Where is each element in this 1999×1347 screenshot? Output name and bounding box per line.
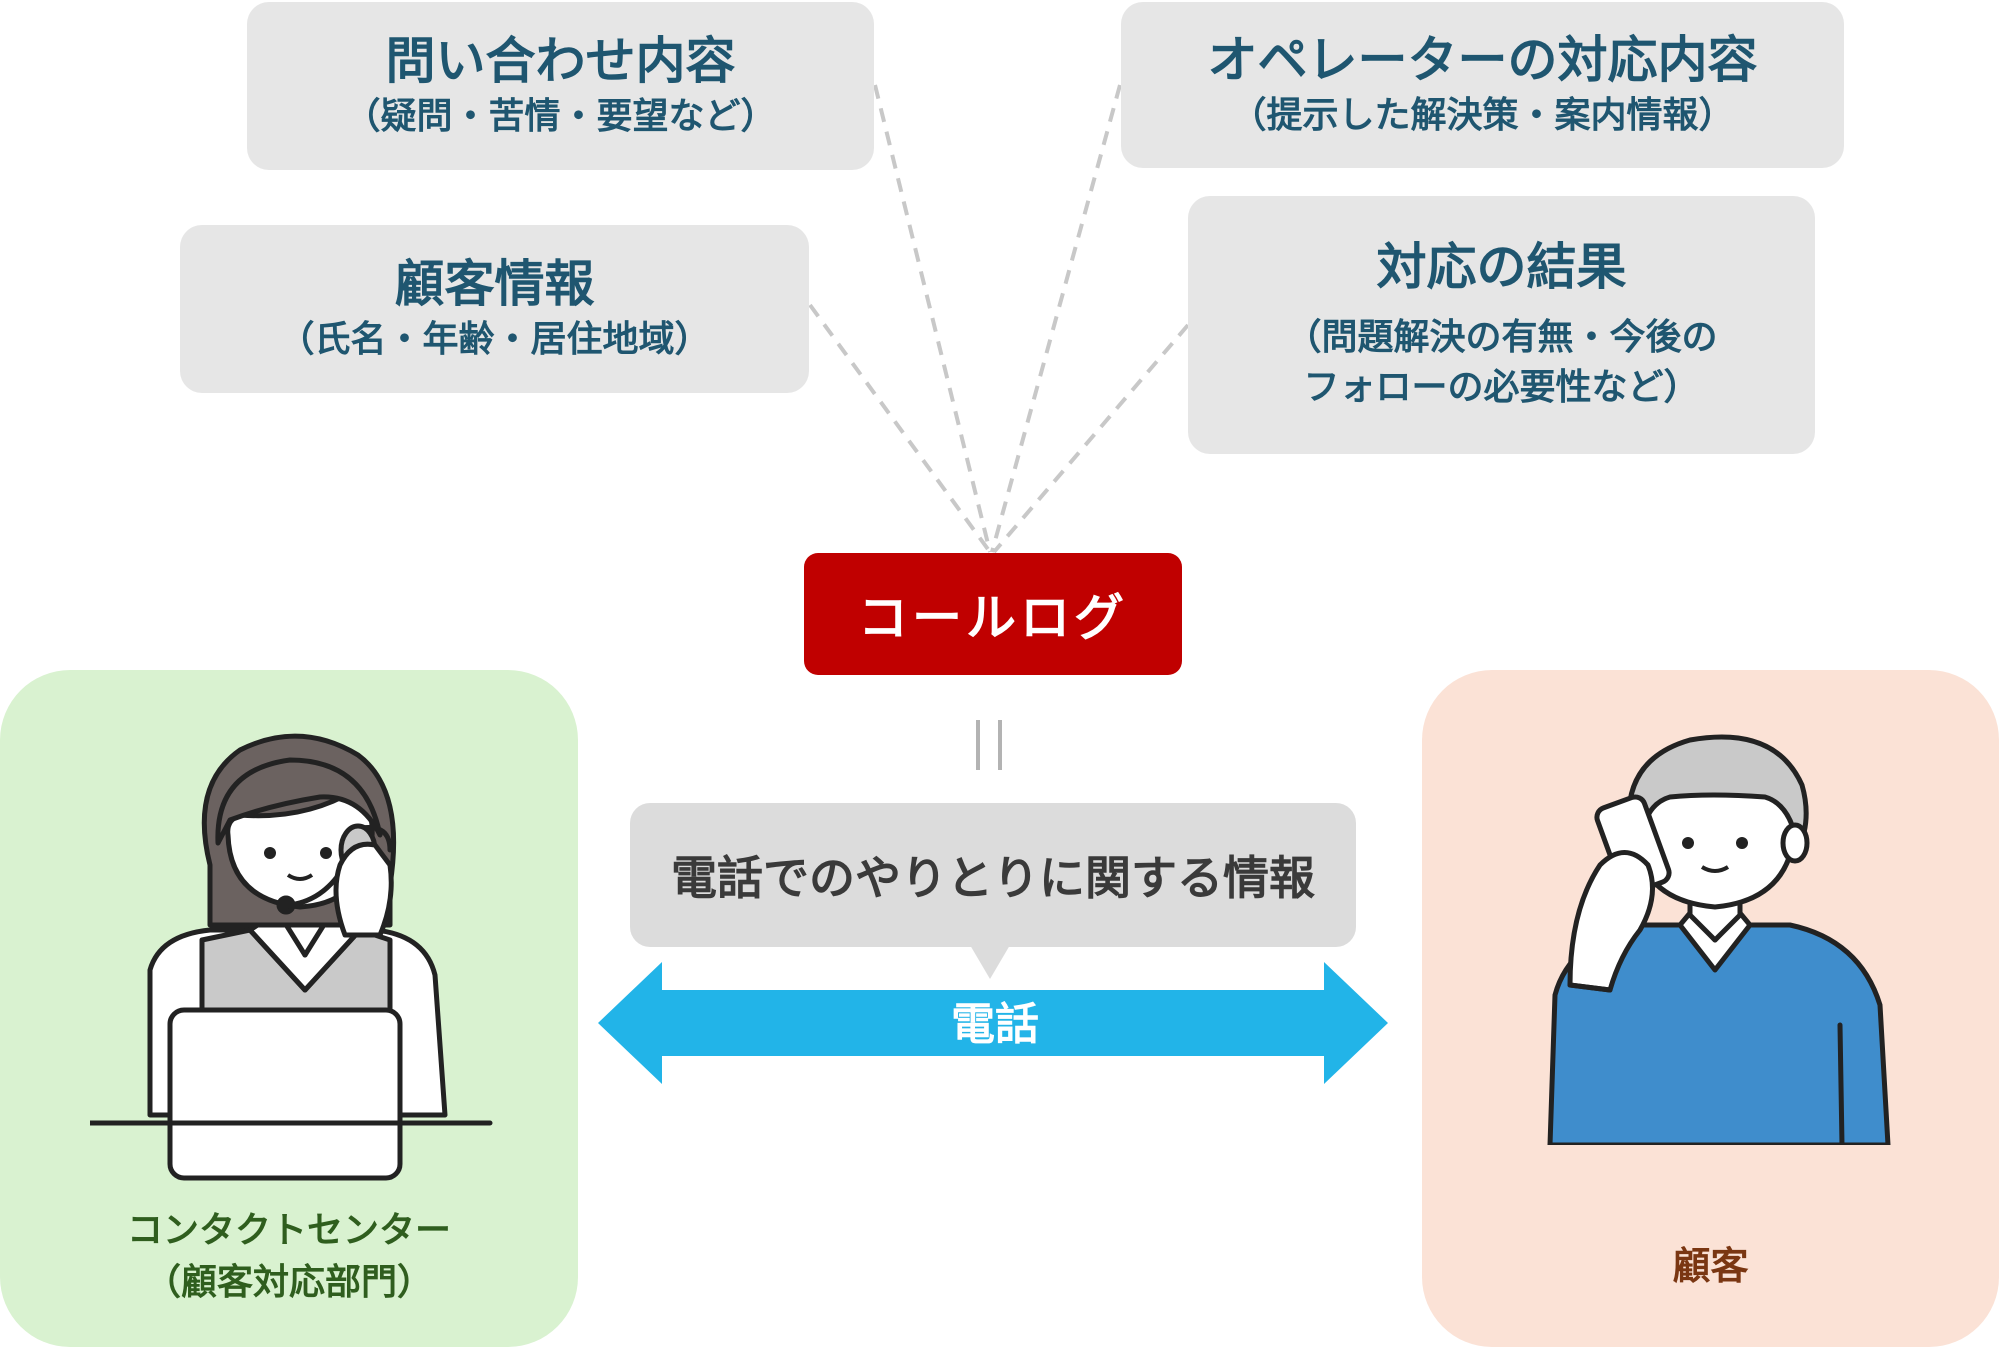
customer-info-subtitle: （氏名・年齢・居住地域） [278, 319, 711, 361]
operator-with-headset-icon [90, 733, 493, 1181]
result-subtitle-line1: （問題解決の有無・今後の [1285, 316, 1718, 358]
exchange-info-bubble: 電話でのやりとりに関する情報 [630, 803, 1356, 947]
contact-center-label-line2: （顧客対応部門） [144, 1262, 433, 1304]
bubble-tail [970, 945, 1010, 979]
connector-operator [990, 84, 1122, 553]
double-headed-arrow-icon [598, 962, 1388, 1084]
customer-info-title: 顧客情報 [394, 254, 595, 313]
phone-label: 電話 [951, 999, 1039, 1050]
contact-center-label-line1: コンタクトセンター [126, 1210, 451, 1251]
operator-box: オペレーターの対応内容 （提示した解決策・案内情報） [1121, 2, 1844, 168]
operator-title: オペレーターの対応内容 [1207, 30, 1758, 89]
result-subtitle-line2: フォローの必要性など） [1303, 367, 1700, 409]
exchange-info-text: 電話でのやりとりに関する情報 [671, 851, 1315, 905]
connector-inquiry [873, 84, 992, 553]
customer-on-phone-icon [1547, 734, 1891, 1145]
inquiry-title: 問い合わせ内容 [385, 31, 736, 90]
customer-info-box: 顧客情報 （氏名・年齢・居住地域） [180, 225, 809, 393]
connector-customer-info [808, 303, 992, 554]
contact-center-label: コンタクトセンター （顧客対応部門） [0, 1205, 578, 1309]
customer-label: 顧客 [1672, 1244, 1749, 1288]
inquiry-box: 問い合わせ内容 （疑問・苦情・要望など） [247, 2, 874, 170]
inquiry-subtitle: （疑問・苦情・要望など） [344, 96, 777, 138]
call-log-box: コールログ [804, 553, 1182, 675]
result-box: 対応の結果 （問題解決の有無・今後の フォローの必要性など） [1188, 196, 1815, 454]
equals-sign [976, 720, 1002, 770]
connector-result [992, 323, 1190, 554]
result-title: 対応の結果 [1376, 238, 1627, 297]
operator-subtitle: （提示した解決策・案内情報） [1230, 95, 1735, 137]
